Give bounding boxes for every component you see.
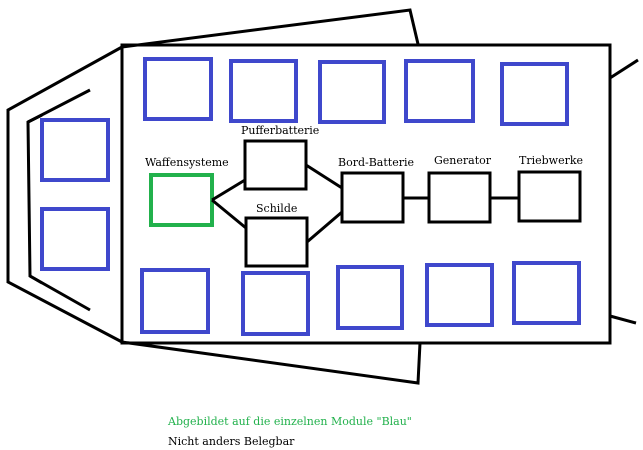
- label-shields: Schilde: [256, 202, 297, 215]
- hull-nose-outer: [6, 45, 123, 344]
- board-battery-box[interactable]: [340, 171, 405, 224]
- blue-modules: [40, 57, 581, 336]
- module-top-4[interactable]: [404, 59, 475, 123]
- hull-nose-inner: [26, 88, 91, 312]
- caption-not-assignable: Nicht anders Belegbar: [168, 435, 295, 448]
- module-top-5[interactable]: [500, 62, 569, 126]
- hull-right-bottom: [609, 314, 637, 325]
- engines-box[interactable]: [517, 170, 582, 223]
- module-nose-2[interactable]: [40, 207, 110, 271]
- buffer-battery-box[interactable]: [243, 139, 308, 191]
- label-generator: Generator: [434, 154, 492, 167]
- hull-top-wing: [121, 8, 420, 49]
- ship-hull: [6, 8, 639, 385]
- label-board-battery: Bord-Batterie: [338, 156, 414, 169]
- connector-shields-board: [306, 210, 343, 244]
- hull-nose-inner-bottom: [29, 274, 43, 285]
- label-weapons: Waffensysteme: [145, 156, 229, 169]
- module-top-3[interactable]: [318, 60, 386, 124]
- connector-weapons-shields: [211, 198, 247, 230]
- module-top-1[interactable]: [143, 57, 213, 121]
- module-bottom-1[interactable]: [140, 268, 210, 334]
- connector-weapons-buffer: [211, 178, 246, 202]
- hull-right-top: [609, 58, 639, 80]
- module-bottom-4[interactable]: [425, 263, 494, 327]
- hull-nose-inner-top: [27, 113, 43, 124]
- module-bottom-5[interactable]: [512, 261, 581, 325]
- connectors: [211, 163, 519, 244]
- module-top-2[interactable]: [229, 59, 298, 123]
- module-bottom-3[interactable]: [336, 265, 404, 330]
- generator-box[interactable]: [427, 171, 492, 224]
- hull-bottom-wing: [121, 340, 422, 385]
- caption-blue-modules: Abgebildet auf die einzelnen Module "Bla…: [167, 415, 412, 428]
- ship-body: [120, 43, 612, 345]
- connector-buffer-board: [305, 163, 343, 190]
- label-engines: Triebwerke: [519, 154, 583, 167]
- module-nose-1[interactable]: [40, 118, 110, 182]
- weapons-module[interactable]: [149, 173, 214, 227]
- shields-box[interactable]: [244, 216, 309, 268]
- label-buffer-battery: Pufferbatterie: [241, 124, 319, 137]
- module-bottom-2[interactable]: [241, 271, 310, 336]
